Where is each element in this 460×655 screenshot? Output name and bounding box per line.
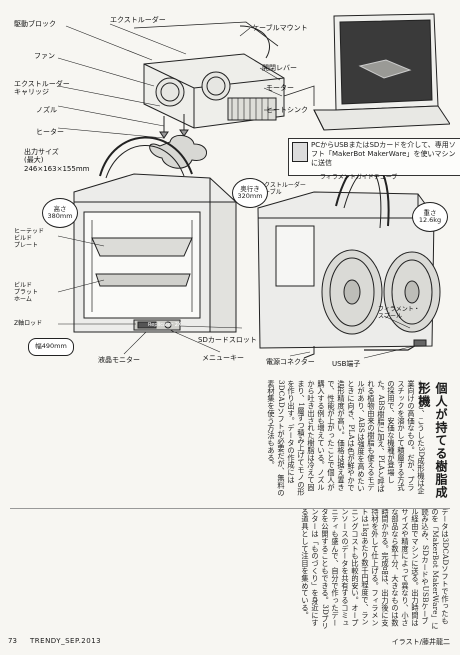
label-extruder: エクストルーダー	[110, 16, 166, 24]
printer-illustration: 駆動ブロック エクストルーダー ファン エクストルーダー キャリッジ ノズル ヒ…	[14, 6, 460, 378]
label-extruder-cable: エクストルーダー ケーブル	[258, 182, 306, 196]
label-cable-mount: ケーブルマウント	[252, 24, 308, 32]
brand-plate: Replicator 2X	[148, 322, 182, 328]
dimension-weight: 重さ 12.6kg	[412, 202, 448, 232]
label-build-size-value: 246×163×155mm	[24, 165, 90, 173]
label-heat-sink: ヒートシンク	[266, 106, 308, 114]
label-motor: モーター	[266, 84, 294, 92]
dimension-height: 高さ 380mm	[42, 198, 78, 228]
dimension-width: 幅490mm	[28, 338, 74, 356]
article-text-upper: もともと、こうした3D成形機は企業向けの高価なもの。だが、プラスチックを溶かして…	[267, 380, 426, 497]
label-lcd-monitor: 液晶モニター	[98, 356, 140, 364]
label-build-size-title: 出力サイズ (最大)	[24, 148, 59, 164]
label-extruder-carriage: エクストルーダー キャリッジ	[14, 80, 70, 96]
page-number: 73	[8, 637, 17, 645]
article-body: 個人が持てる樹脂成形機 もともと、こうした3D成形機は企業向けの高価なもの。だが…	[10, 380, 450, 632]
label-usb-port: USB端子	[332, 360, 361, 368]
sd-card-icon	[292, 142, 308, 162]
label-build-platform-home: ビルド プラット ホーム	[14, 282, 39, 303]
dimension-depth: 奥行き 320mm	[232, 178, 268, 208]
printer-drawing	[57, 13, 450, 359]
label-drive-block: 駆動ブロック	[14, 20, 56, 28]
article-text-lower: データは3DCADソフトで作ったものを「MakerBot MakerWare」に…	[301, 508, 450, 630]
page-footer: 73 TRENDY_SEP.2013 イラスト/藤井龍二	[8, 637, 450, 649]
column-divider	[10, 508, 450, 509]
label-fan: ファン	[34, 52, 55, 60]
label-filament-guide-tube: フィラメントガイドチューブ	[320, 174, 398, 181]
article-title: 個人が持てる樹脂成形機	[417, 382, 448, 499]
label-heated-build-plate: ヒーテッド ビルド プレート	[14, 228, 45, 249]
label-menu-key: メニューキー	[202, 354, 244, 362]
magazine-issue: TRENDY_SEP.2013	[30, 637, 102, 645]
label-sd-card-slot: SDカードスロット	[198, 336, 257, 344]
label-heater: ヒーター	[36, 128, 64, 136]
label-release-lever: 開閉レバー	[262, 64, 297, 72]
label-z-axis: Z軸ロッド	[14, 320, 43, 327]
label-power-connector: 電源コネクター	[266, 358, 315, 366]
transfer-callout: PCからUSBまたはSDカードを介して、専用ソフト「MakerBot Maker…	[288, 138, 460, 176]
illustration-credit: イラスト/藤井龍二	[391, 638, 450, 646]
label-filament-spool: フィラメント・ スプール	[378, 306, 420, 320]
label-nozzle: ノズル	[36, 106, 57, 114]
